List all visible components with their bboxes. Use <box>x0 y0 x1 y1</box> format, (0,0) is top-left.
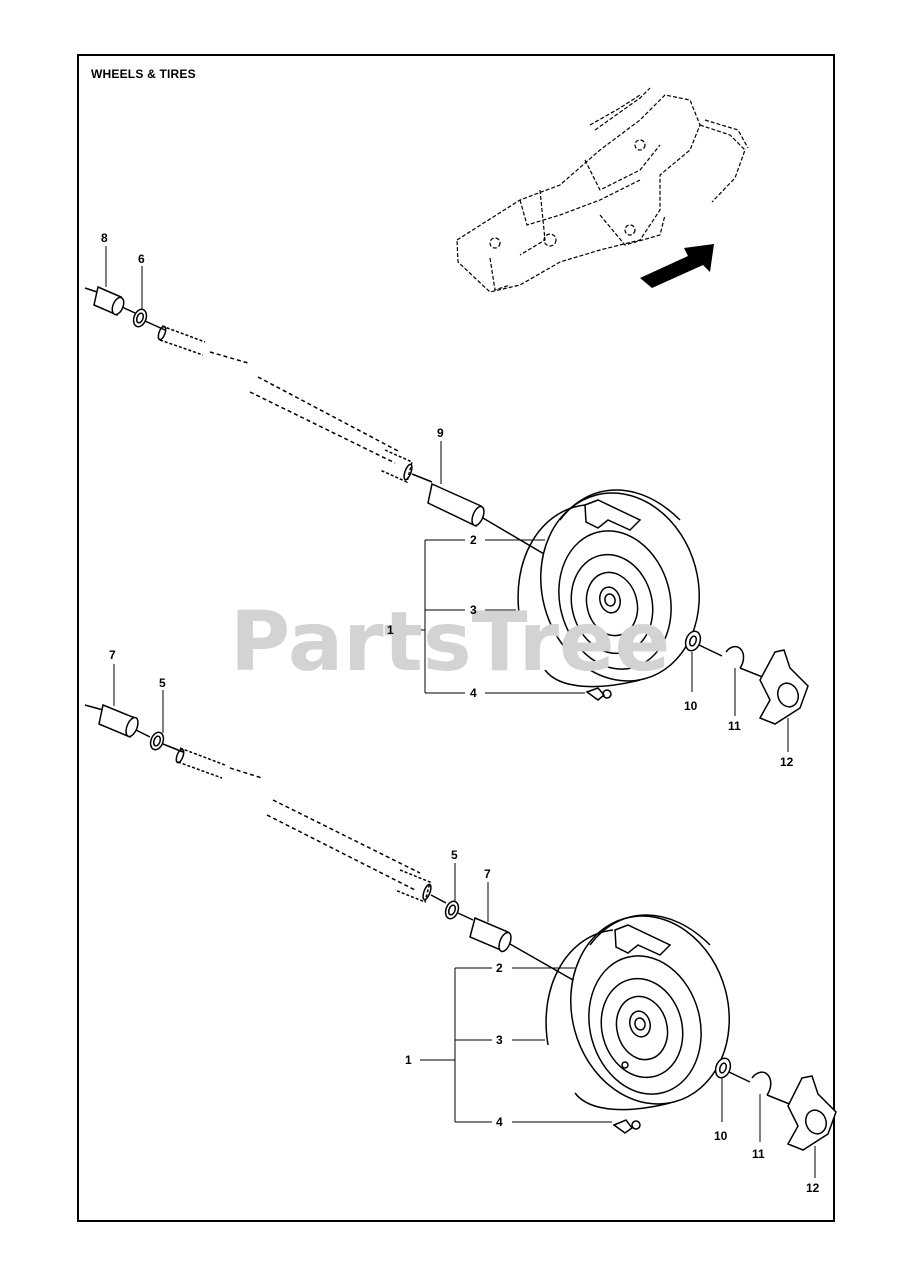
callout-top-1: 1 <box>387 623 394 637</box>
callout-top-10: 10 <box>684 699 698 713</box>
callout-top-12: 12 <box>780 755 794 769</box>
callout-top-2: 2 <box>470 533 477 547</box>
callout-bottom-4: 4 <box>496 1115 503 1129</box>
frame-location-thumbnail <box>456 87 749 293</box>
callout-top-11: 11 <box>728 719 741 733</box>
callout-bottom-5-right: 5 <box>451 848 458 862</box>
callout-bottom-11: 11 <box>752 1147 765 1161</box>
hubcap-logo-icon <box>776 682 800 708</box>
watermark-text: PartsTree <box>230 595 670 690</box>
callout-bottom-7-left: 7 <box>109 648 116 662</box>
callout-bottom-1: 1 <box>405 1053 412 1067</box>
top-wheel-assembly <box>84 246 809 752</box>
callout-bottom-3: 3 <box>496 1033 503 1047</box>
callout-bottom-7-right: 7 <box>484 867 491 881</box>
callout-top-8: 8 <box>101 231 108 245</box>
callout-bottom-12: 12 <box>806 1181 820 1195</box>
diagram-frame <box>77 54 835 1222</box>
diagram-title: WHEELS & TIRES <box>91 67 196 81</box>
bottom-wheel-assembly <box>84 664 837 1178</box>
callout-top-6: 6 <box>138 252 145 266</box>
callout-bottom-2: 2 <box>496 961 503 975</box>
callout-top-9: 9 <box>437 426 444 440</box>
callout-bottom-5-left: 5 <box>159 676 166 690</box>
direction-arrow-icon <box>640 244 714 288</box>
callout-top-4: 4 <box>470 686 477 700</box>
callout-bottom-10: 10 <box>714 1129 728 1143</box>
callout-top-3: 3 <box>470 603 477 617</box>
